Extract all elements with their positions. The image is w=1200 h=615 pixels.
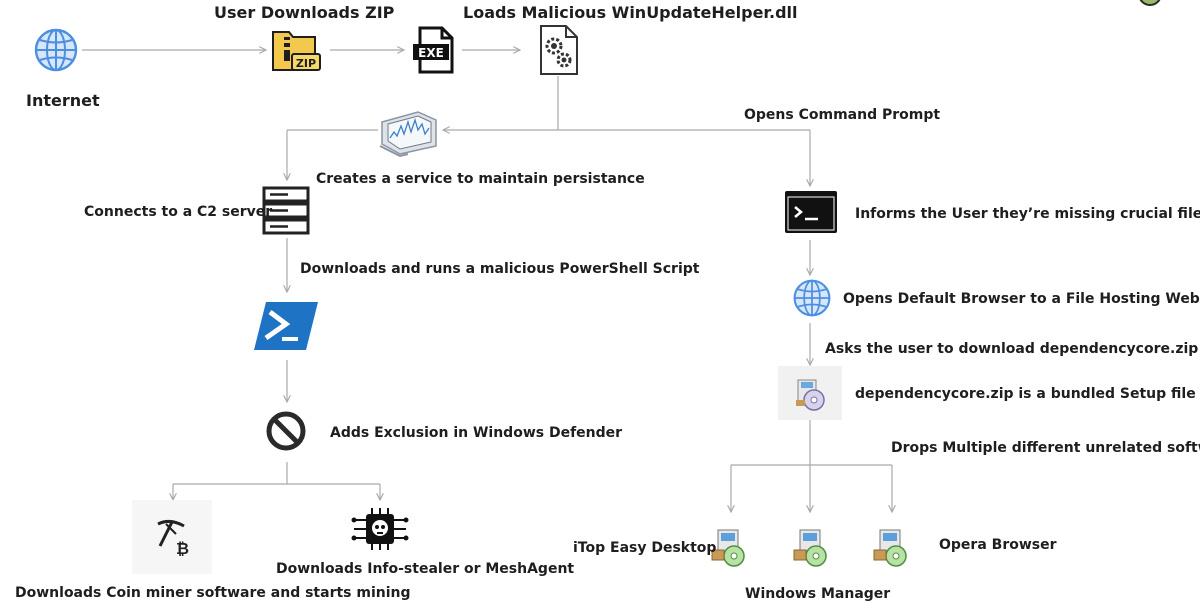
monitor-chart-icon: [378, 108, 440, 158]
setup-installer-icon: [778, 366, 842, 420]
zip-folder-icon: ZIP: [270, 26, 324, 74]
globe-icon-browser: [792, 278, 832, 318]
exe-file-icon: EXE: [410, 25, 460, 75]
label-creates-service: Creates a service to maintain persistanc…: [316, 171, 645, 187]
virus-chip-icon: [350, 506, 410, 552]
label-opens-browser: Opens Default Browser to a File Hosting …: [843, 291, 1200, 307]
label-drops-software: Drops Multiple different unrelated softw…: [891, 440, 1200, 456]
label-adds-exclusion: Adds Exclusion in Windows Defender: [330, 425, 623, 441]
dll-gear-file-icon: [538, 24, 580, 76]
label-informs-user: Informs the User they’re missing crucial…: [855, 206, 1200, 222]
label-downloads-ps: Downloads and runs a malicious PowerShel…: [300, 261, 700, 277]
globe-icon: [33, 27, 79, 73]
terminal-icon: [784, 190, 838, 234]
label-asks-download: Asks the user to download dependencycore…: [825, 341, 1199, 357]
setup-installer-icon-wm: [790, 526, 834, 568]
label-connects-c2: Connects to a C2 server: [84, 204, 273, 220]
label-loads-dll: Loads Malicious WinUpdateHelper.dll: [463, 3, 798, 22]
exe-text: EXE: [418, 46, 444, 60]
setup-installer-icon-itop: [708, 526, 752, 568]
label-opens-cmd: Opens Command Prompt: [744, 107, 941, 123]
label-opera: Opera Browser: [939, 537, 1057, 553]
label-windows-manager: Windows Manager: [745, 586, 891, 602]
label-internet: Internet: [26, 91, 100, 110]
svg-text:₿: ₿: [176, 539, 189, 558]
label-bundled-setup: dependencycore.zip is a bundled Setup fi…: [855, 386, 1196, 402]
powershell-icon: [252, 300, 320, 352]
blocked-icon: [265, 410, 307, 452]
label-info-stealer: Downloads Info-stealer or MeshAgent: [276, 561, 575, 577]
pickaxe-bitcoin-icon: ₿: [132, 500, 212, 574]
label-user-downloads-zip: User Downloads ZIP: [214, 3, 395, 22]
setup-installer-icon-opera: [870, 526, 914, 568]
label-itop: iTop Easy Desktop: [573, 540, 717, 556]
label-coin-miner: Downloads Coin miner software and starts…: [15, 585, 411, 601]
zip-text: ZIP: [296, 57, 316, 70]
server-icon: [262, 186, 310, 236]
